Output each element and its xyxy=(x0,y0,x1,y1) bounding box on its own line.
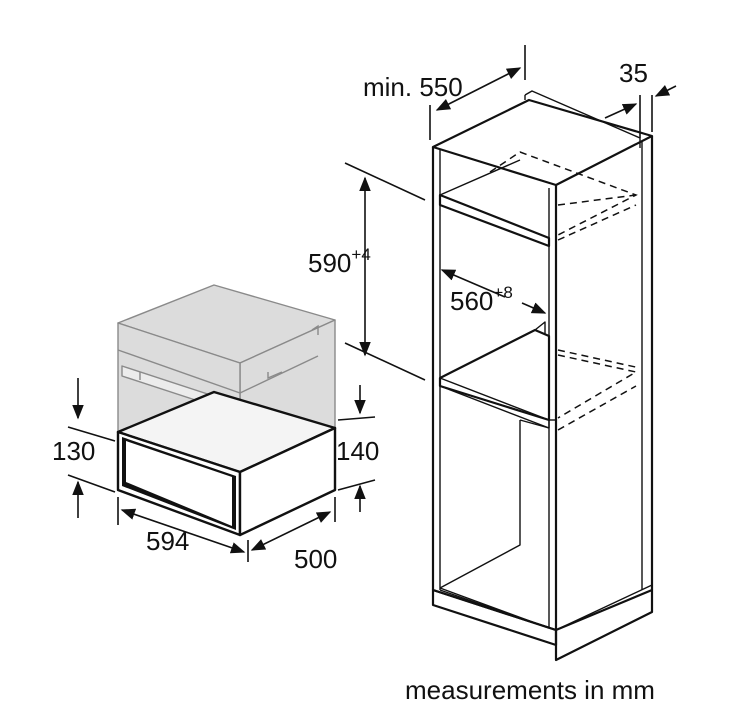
label-niche-width-tolerance: +8 xyxy=(493,283,512,302)
label-drawer-height-left: 130 xyxy=(52,436,95,466)
label-niche-height-tolerance: +4 xyxy=(351,245,370,264)
label-cabinet-depth: min. 550 xyxy=(363,72,463,102)
label-drawer-height-right: 140 xyxy=(336,436,379,466)
label-drawer-depth: 500 xyxy=(294,544,337,574)
label-niche-width-base: 560 xyxy=(450,286,493,316)
label-drawer-width: 594 xyxy=(146,526,189,556)
label-niche-height-base: 590 xyxy=(308,248,351,278)
label-niche-height: 590+4 xyxy=(308,245,371,278)
label-niche-width: 560+8 xyxy=(450,283,513,316)
footer-units: measurements in mm xyxy=(405,675,655,705)
label-side-offset: 35 xyxy=(619,58,648,88)
tall-cabinet xyxy=(431,90,654,662)
dimension-lines xyxy=(67,45,677,562)
